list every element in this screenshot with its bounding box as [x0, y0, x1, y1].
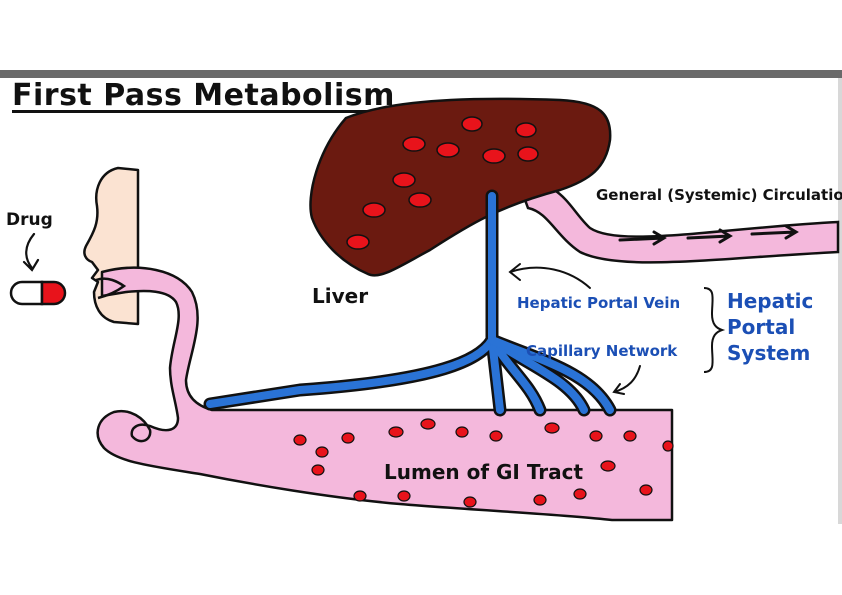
liver-cell — [461, 116, 483, 132]
hepatic-portal-vein-label: Hepatic Portal Vein — [517, 294, 681, 312]
drug-particle — [388, 426, 404, 438]
liver-cell — [517, 146, 539, 162]
drug-particle — [353, 490, 367, 502]
pill-icon — [9, 280, 67, 306]
systemic-vessel — [518, 183, 840, 264]
flow-arrow — [750, 224, 799, 240]
drug-particle — [341, 432, 355, 444]
drug-particle — [533, 494, 547, 506]
drug-particle — [293, 434, 307, 446]
liver-label: Liver — [312, 284, 369, 308]
liver-cell — [482, 148, 506, 164]
drug-particle — [489, 430, 503, 442]
liver-cell — [392, 172, 416, 188]
drug-particle — [573, 488, 587, 500]
vein-pointer-arrow — [508, 263, 591, 289]
drug-particle — [544, 422, 560, 434]
drug-arrow — [22, 232, 40, 272]
face — [83, 166, 140, 326]
top-bar — [0, 70, 842, 78]
liver-cell — [436, 142, 460, 158]
drug-particle — [623, 430, 637, 442]
mouth — [95, 277, 127, 300]
liver-cell — [346, 234, 370, 250]
flow-arrow — [686, 228, 733, 244]
drug-particle — [315, 446, 329, 458]
right-border — [838, 78, 842, 524]
hepatic-portal-system-label: Hepatic Portal System — [727, 289, 814, 365]
drug-particle — [420, 418, 436, 430]
drug-particle — [662, 440, 674, 452]
drug-particle — [397, 490, 411, 502]
liver-cell — [515, 122, 537, 138]
hepatic-portal-vein — [206, 192, 614, 414]
capillary-network-label: Capillary Network — [526, 342, 678, 360]
liver — [309, 97, 612, 277]
liver-cell — [408, 192, 432, 208]
liver-cell — [402, 136, 426, 152]
drug-particle — [455, 426, 469, 438]
brace — [703, 287, 726, 373]
digestive-tract — [96, 266, 674, 522]
drug-particle — [589, 430, 603, 442]
drug-label: Drug — [6, 210, 53, 230]
drug-particle — [311, 464, 325, 476]
drug-particle — [600, 460, 616, 472]
diagram-title: First Pass Metabolism — [12, 78, 395, 113]
general-circulation-label: General (Systemic) Circulation — [596, 186, 842, 204]
flow-arrow — [618, 230, 667, 246]
drug-particle — [463, 496, 477, 508]
lumen-label: Lumen of GI Tract — [384, 460, 584, 484]
capillary-pointer-arrow — [612, 365, 641, 395]
liver-cell — [362, 202, 386, 218]
drug-particle — [639, 484, 653, 496]
